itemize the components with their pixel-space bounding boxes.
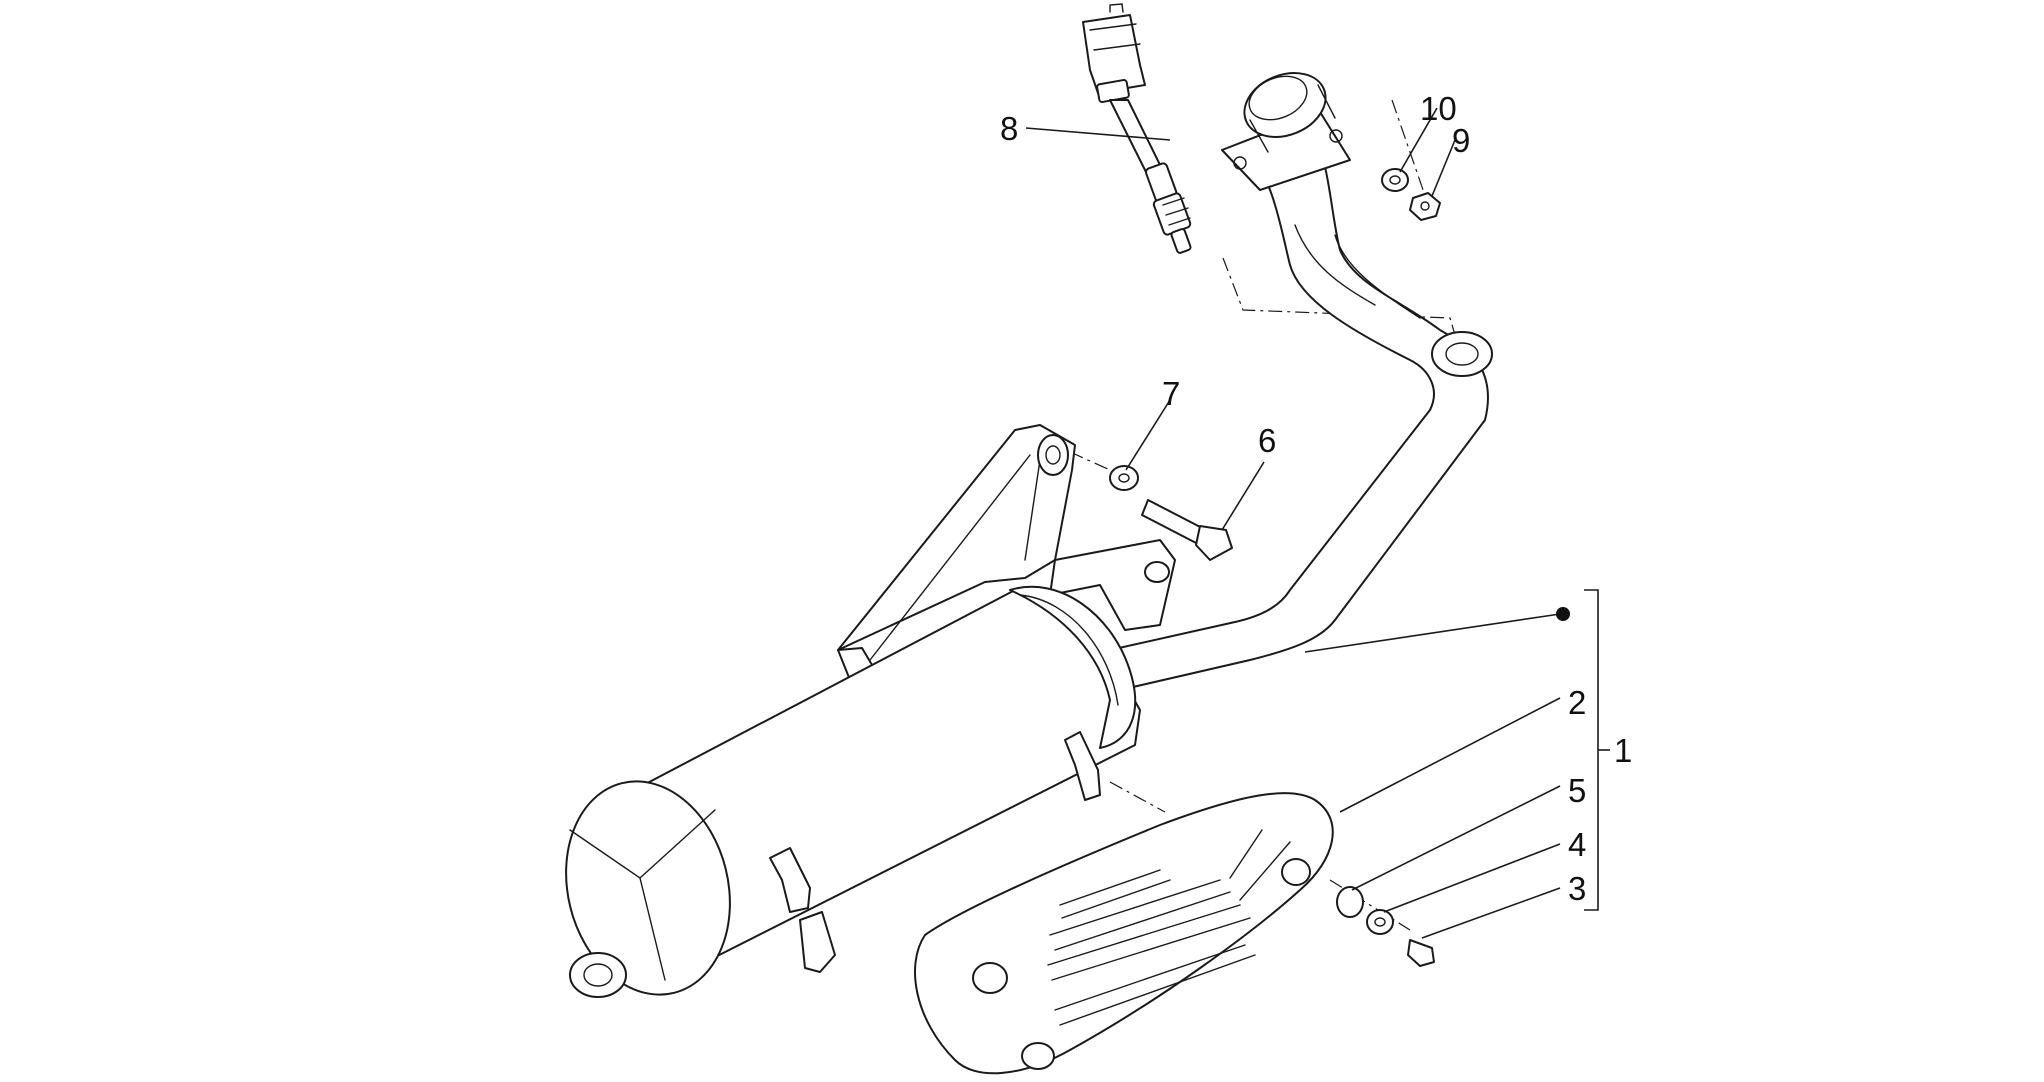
callout-9: 9 [1452, 122, 1470, 159]
spacer-part-5 [1336, 886, 1364, 918]
callout-1: 1 [1614, 732, 1632, 769]
exhaust-header-pipe [1109, 72, 1493, 691]
heat-shield [914, 792, 1334, 1075]
screw-part-3 [1407, 939, 1435, 967]
callout-2: 2 [1568, 684, 1586, 721]
bolt-part-6 [1141, 499, 1233, 561]
callout-7: 7 [1162, 375, 1180, 412]
callout-3: 3 [1568, 870, 1586, 907]
callout-8: 8 [1000, 110, 1018, 147]
washer-part-4 [1366, 909, 1394, 935]
washer-part-7 [1109, 465, 1139, 491]
callout-labels: 8 7 6 10 9 2 5 4 3 1 [1000, 90, 1632, 907]
leader-lines [1025, 107, 1610, 939]
washer-part-10 [1381, 168, 1409, 192]
callout-5: 5 [1568, 772, 1586, 809]
callout-6: 6 [1258, 422, 1276, 459]
hardware-parts [1109, 168, 1441, 967]
muffler-bracket [837, 424, 1176, 681]
callout-dot [1556, 607, 1570, 621]
nut-part-9 [1409, 192, 1441, 221]
muffler-body [565, 585, 1141, 998]
callout-10: 10 [1420, 90, 1457, 127]
oxygen-sensor [1082, 3, 1192, 254]
callout-4: 4 [1568, 826, 1586, 863]
